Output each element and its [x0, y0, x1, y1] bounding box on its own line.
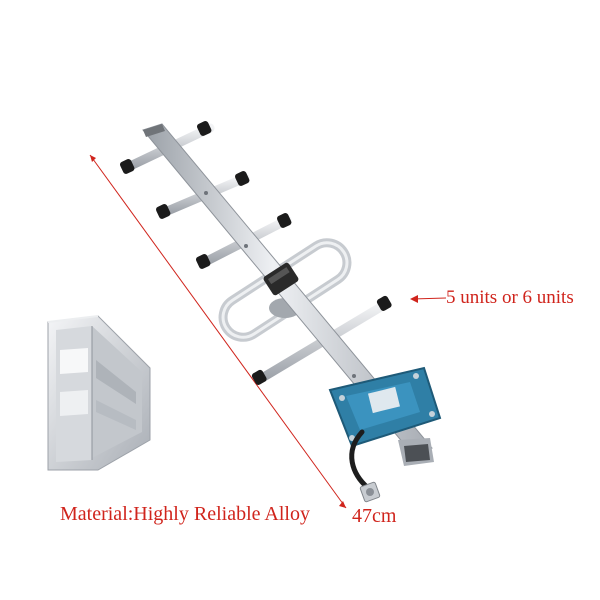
elements-pointer-arrow — [410, 295, 447, 303]
material-label: Material:Highly Reliable Alloy — [60, 503, 310, 525]
n-connector — [359, 481, 381, 503]
dipole-clamp — [263, 262, 299, 296]
antenna-boom — [142, 123, 434, 466]
length-label: 47cm — [352, 505, 397, 527]
aluminum-profile-image — [47, 315, 151, 471]
pcb-mount-plate — [328, 366, 442, 448]
coax-cable — [349, 429, 371, 491]
length-arrow-end — [339, 501, 346, 508]
yagi-antenna — [120, 121, 442, 503]
length-arrow-start — [90, 155, 96, 162]
elements-count-label: 5 units or 6 units — [446, 287, 574, 308]
length-measurement-line — [89, 154, 347, 509]
